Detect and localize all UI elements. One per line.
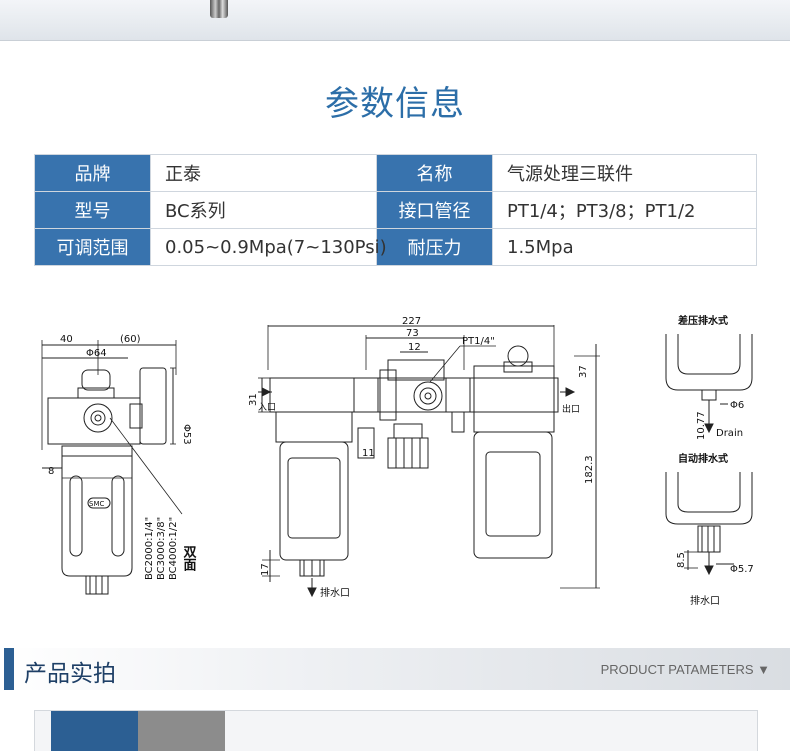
dim-phi5-7: Φ5.7 [730,564,754,575]
table-row: 型号 BC系列 接口管径 PT1/4；PT3/8；PT1/2 [34,191,757,229]
technical-drawing: 40 (60) Φ64 Φ53 8 SMC BC2000:1/4" BC3000… [0,300,790,620]
dim-182-3: 182.3 [584,455,595,484]
side-view-drawing [41,340,183,595]
page-title: 参数信息 [325,84,465,124]
photo-table-strip [34,710,758,751]
param-key: 名称 [376,154,493,192]
model-label: BC2000:1/4" [144,517,155,580]
dim-227: 227 [402,316,421,327]
top-product-image-band [0,0,790,41]
section-subtitle: PRODUCT PATAMETERS ▼ [600,662,770,677]
front-view-drawing [258,325,600,598]
section-title: 产品实拍 [24,661,116,687]
diff-drain-title: 差压排水式 [678,314,728,327]
dim-11: 11 [362,448,375,459]
dim-phi64: Φ64 [86,348,107,359]
param-key: 型号 [34,191,151,229]
port-label: PT1/4" [462,336,495,347]
dim-10-77: 10.77 [696,411,707,440]
dim-12: 12 [408,342,421,353]
drain-cn-label: 排水口 [690,594,720,607]
param-value: PT1/4；PT3/8；PT1/2 [492,191,757,229]
model-label: BC4000:1/2" [168,517,179,580]
fitting-image [210,0,228,18]
dim-31: 31 [248,393,259,406]
param-key: 可调范围 [34,228,151,266]
param-value: 1.5Mpa [492,228,757,266]
dim-8: 8 [48,466,54,477]
table-row: 可调范围 0.05~0.9Mpa(7~130Psi) 耐压力 1.5Mpa [34,228,757,266]
inlet-label: 入口 [258,402,276,413]
dim-8-5: 8.5 [676,552,687,568]
param-value: BC系列 [150,191,377,229]
section-header: 产品实拍 PRODUCT PATAMETERS ▼ [0,648,790,690]
table-row: 品牌 正泰 名称 气源处理三联件 [34,154,757,192]
param-key: 耐压力 [376,228,493,266]
param-key: 接口管径 [376,191,493,229]
param-value: 气源处理三联件 [492,154,757,192]
param-value: 0.05~0.9Mpa(7~130Psi) [150,228,387,266]
dim-phi53: Φ53 [181,424,192,445]
section-accent [4,648,14,690]
outlet-label: 出口 [562,403,580,415]
dim-60: (60) [120,334,141,345]
dim-40: 40 [60,334,73,345]
photo-block-blue [51,711,138,751]
dim-17: 17 [260,563,271,576]
param-value: 正泰 [150,154,377,192]
auto-drain-title: 自动排水式 [678,452,728,465]
drain-label: 排水口 [320,586,350,599]
params-table: 品牌 正泰 名称 气源处理三联件 型号 BC系列 接口管径 PT1/4；PT3/… [34,154,757,266]
drain-en-label: Drain [716,428,743,439]
photo-block-gray [138,711,225,751]
model-label: BC3000:3/8" [156,517,167,580]
badge-smc: SMC [89,500,104,508]
param-key: 品牌 [34,154,151,192]
dim-73: 73 [406,328,419,339]
dim-phi6: Φ6 [730,400,744,411]
double-side-label: 双面 [181,545,197,572]
drain-types-drawing [665,334,753,576]
dim-37: 37 [578,365,589,378]
